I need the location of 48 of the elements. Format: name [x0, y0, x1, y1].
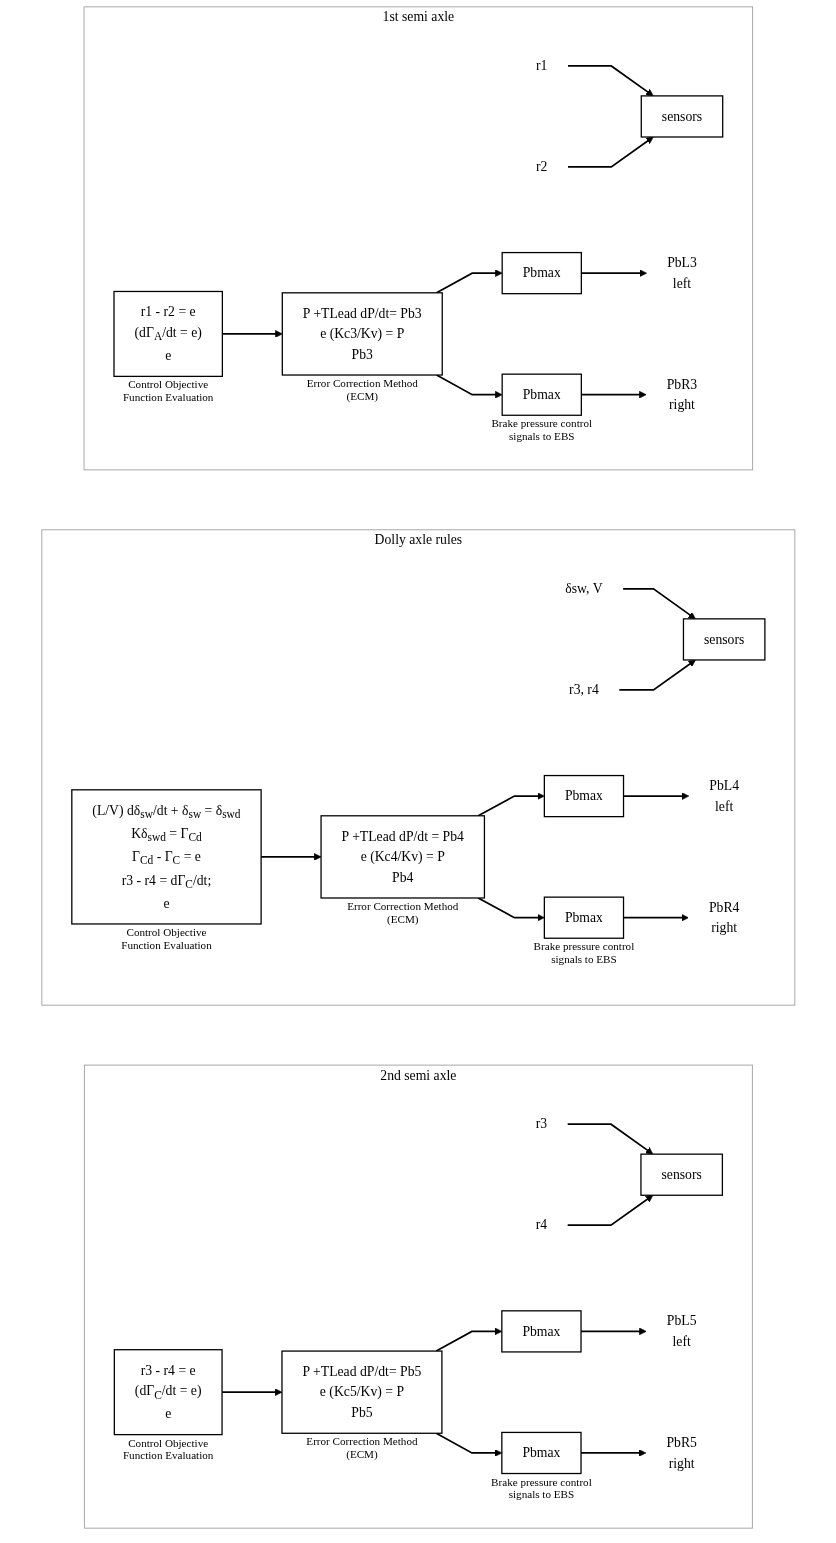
- node-text: r1: [535, 58, 548, 73]
- node-box: r1 - r2 = e (dΓ$_{A}$/dt = e) e: [113, 290, 223, 377]
- node-box: Pbmax: [501, 251, 582, 295]
- node-text: r2: [535, 159, 548, 174]
- node-label: Control Objective Function Evaluation: [120, 925, 212, 951]
- node-text: δsw, V: [564, 581, 603, 596]
- arrow: [477, 897, 545, 922]
- node-box: Pbmax: [543, 774, 624, 818]
- node-box: sensors: [682, 618, 766, 661]
- arrow: [566, 65, 654, 97]
- node-box: Pbmax: [500, 1431, 582, 1475]
- node-label: Error Correction Method (ECM): [305, 1435, 418, 1461]
- node-label: Error Correction Method (ECM): [306, 377, 418, 402]
- node-text: PbL4 left: [708, 778, 739, 814]
- node-box: P +TLead dP/dt= Pb5 e (Kc5/Kv) = P Pb5: [281, 1350, 443, 1434]
- node-box: sensors: [639, 1153, 723, 1196]
- arrow: [580, 390, 647, 399]
- arrow: [618, 659, 696, 691]
- arrow: [566, 1123, 653, 1155]
- node-text: r3: [535, 1116, 547, 1132]
- arrow: [566, 1194, 653, 1227]
- arrow: [435, 1327, 502, 1352]
- node-box: Pbmax: [500, 1310, 582, 1353]
- arrow: [621, 588, 696, 620]
- node-label: Brake pressure control signals to EBS: [491, 417, 592, 443]
- node-box: sensors: [640, 95, 723, 138]
- node-box: (L/V) dδ$_{sw}$/dt + δ$_{sw}$ = δ$_{swd}$ Kδ$_{swd}$ = Γ$_{Cd}$ Γ$_{Cd}$ - Γ$_{C}$ = e r3 - r4 = dΓ$_{C}$/dt; e: [70, 789, 262, 925]
- node-label: Control Objective Function Evaluation: [122, 1436, 214, 1462]
- node-text: PbL3 left: [666, 255, 697, 291]
- node-text: PbR3 right: [666, 376, 697, 412]
- node-box: r3 - r4 = e (dΓ$_{C}$/dt = e) e: [113, 1349, 223, 1436]
- node-text: PbR4 right: [708, 899, 740, 935]
- node-label: Brake pressure control signals to EBS: [533, 940, 634, 966]
- node-box: Pbmax: [543, 896, 624, 939]
- node-text: r3, r4: [568, 682, 599, 697]
- node-box: Pbmax: [501, 373, 582, 416]
- node-label: Control Objective Function Evaluation: [122, 378, 214, 404]
- arrow: [580, 269, 647, 277]
- node-text: PbL5 left: [666, 1313, 697, 1349]
- arrow: [566, 136, 654, 168]
- node-box: P +TLead dP/dt= Pb3 e (Kc3/Kv) = P Pb3: [281, 292, 443, 376]
- node-label: Brake pressure control signals to EBS: [490, 1475, 592, 1501]
- node-label: Error Correction Method (ECM): [346, 899, 458, 925]
- node-box: P +TLead dP/dt = Pb4 e (Kc4/Kv) = P Pb4: [320, 815, 485, 899]
- node-text: r4: [535, 1217, 547, 1233]
- arrow: [435, 1432, 502, 1457]
- arrow: [477, 792, 545, 817]
- node-text: PbR5 right: [666, 1434, 697, 1471]
